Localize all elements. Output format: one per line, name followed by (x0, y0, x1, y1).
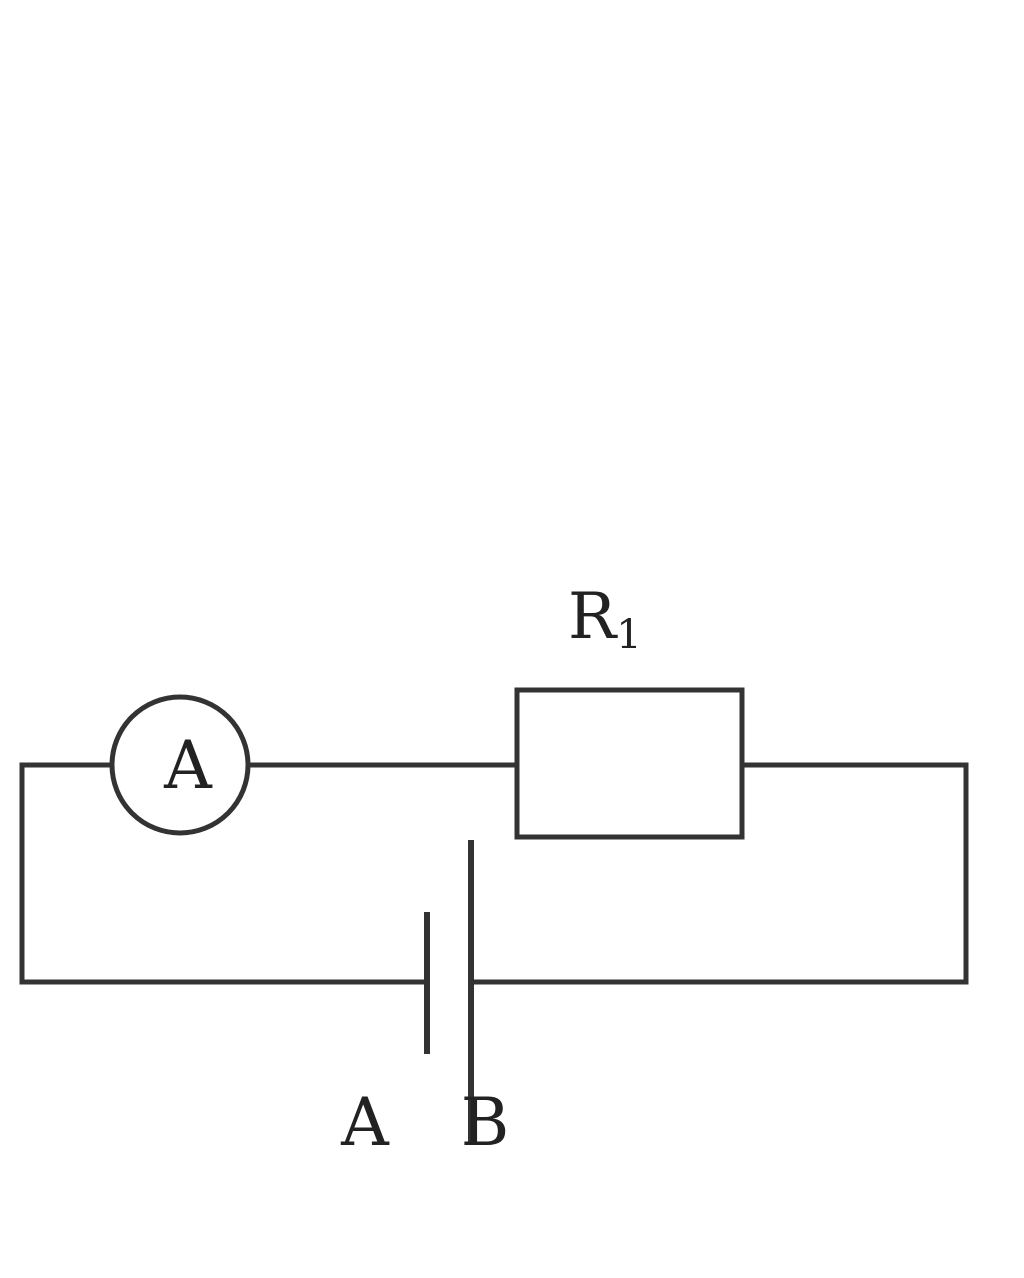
resistor-r1 (514, 687, 745, 840)
battery-terminal-label-b: B (461, 1084, 510, 1161)
battery (424, 840, 474, 1145)
ammeter: A (109, 694, 251, 836)
resistor-label-main: R (568, 580, 618, 654)
resistor-label: R1 (568, 580, 642, 658)
ammeter-symbol: A (163, 727, 213, 804)
wire-left-and-bottom-left (19, 762, 429, 985)
resistor-box (514, 687, 745, 840)
resistor-label-subscript: 1 (616, 612, 641, 658)
wire-top-right (741, 762, 969, 985)
battery-terminal-label-a: A (340, 1084, 390, 1161)
